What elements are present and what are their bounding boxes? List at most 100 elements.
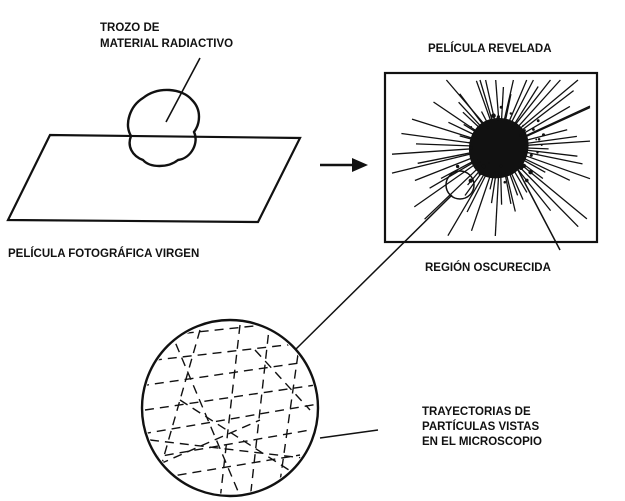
darkened-speckle [478,171,482,176]
radiation-ray [391,151,481,174]
darkened-speckle [493,171,497,174]
radiation-ray [401,132,481,146]
radiation-ray [517,106,591,141]
darkened-speckle [523,129,526,132]
virgin-film-label: PELÍCULA FOTOGRÁFICA VIRGEN [8,247,199,260]
darkened-speckle [518,165,524,170]
radiation-ray [514,79,552,126]
darkened-speckle [537,138,541,141]
darkened-speckle [491,113,496,118]
tracks-leader-line [319,429,379,439]
darkened-speckle [503,180,507,184]
particle-track [277,339,301,494]
radiation-ray [523,105,571,134]
radiation-ray [500,86,505,123]
darkened-speckle [486,126,490,129]
darkened-speckle [519,133,522,137]
radiation-ray [445,79,490,130]
developed-film-label: PELÍCULA REVELADA [428,42,552,55]
dark-region-leader-line [517,169,561,251]
radiation-ray [522,105,591,138]
particle-track [144,401,316,435]
dark-region-label: REGIÓN OSCURECIDA [425,261,551,274]
particle-track [169,329,241,494]
radiation-ray [424,164,482,220]
darkened-speckle [522,124,524,127]
darkened-speckles [455,105,545,184]
developed-film-frame [383,71,599,244]
darkened-speckle [469,146,473,150]
radiation-ray [522,148,578,157]
darkened-speckle [504,172,507,175]
darkened-core [468,117,529,179]
darkened-speckle [529,153,533,157]
tracks-label-line1: TRAYECTORIAS DE [422,406,531,418]
radiation-ray [519,153,591,180]
radiation-ray [447,165,490,237]
darkened-speckle [536,119,540,123]
radiation-ray [523,129,568,142]
radiation-ray [429,158,480,189]
process-arrow-head [352,158,368,172]
radiation-ray [516,154,571,181]
darkened-speckle [542,133,545,137]
radiation-ray [519,79,579,129]
particle-track [149,429,311,459]
darkened-speckle [499,105,503,109]
radiation-ray [504,173,512,205]
darkened-speckle [523,157,526,160]
sample-circle [445,170,475,200]
radiation-ray [470,170,493,232]
tracks-label-line3: EN EL MICROSCOPIO [422,436,542,448]
darkened-speckle [535,138,538,141]
radioactive-material-lump [126,88,201,168]
particle-track [144,339,316,363]
radiation-ray [511,86,539,128]
darkened-speckle [488,162,490,164]
radiation-ray [417,150,479,164]
darkened-speckle [496,115,500,119]
radiation-ray [515,162,579,228]
darkened-speckle [475,134,480,139]
radiation-ray [391,147,482,155]
particle-track [149,439,316,461]
radiation-ray [494,168,500,237]
darkened-speckle [536,151,539,154]
darkened-speckle [498,172,502,176]
radiation-ray [448,121,477,137]
radiation-ray [508,79,534,128]
radiation-ray [525,135,577,145]
virgin-film-sheet [6,133,302,224]
radiation-ray [414,154,480,182]
particle-track [254,349,311,411]
darkened-speckle [455,164,460,169]
darkened-speckle [499,164,503,168]
radiation-ray [526,151,583,165]
darkened-speckle [473,129,476,131]
radiation-ray [526,140,591,146]
radiation-ray [517,90,574,134]
radiation-ray [521,158,546,173]
material-label-line2: MATERIAL RADIACTIVO [100,38,233,50]
darkened-speckle [468,178,473,183]
darkened-speckle [532,128,535,131]
particle-track [179,399,316,491]
material-leader-line [165,57,201,123]
darkened-speckle [511,126,515,130]
darkened-speckle [468,141,470,144]
microscope-view-circle [140,318,320,498]
material-label-line1: TROZO DE [100,22,160,34]
darkened-speckle [470,126,473,128]
radiation-ray [462,111,482,130]
darkened-speckle [481,164,486,169]
darkened-speckle [477,159,481,164]
particle-track [144,359,316,387]
darkened-speckle [540,144,543,146]
darkened-speckle [509,112,512,115]
microscope-leader-line [294,194,453,351]
particle-track [145,419,261,471]
radiation-ray [415,143,474,147]
darkened-speckle [525,178,529,183]
radiation-ray [411,118,477,141]
